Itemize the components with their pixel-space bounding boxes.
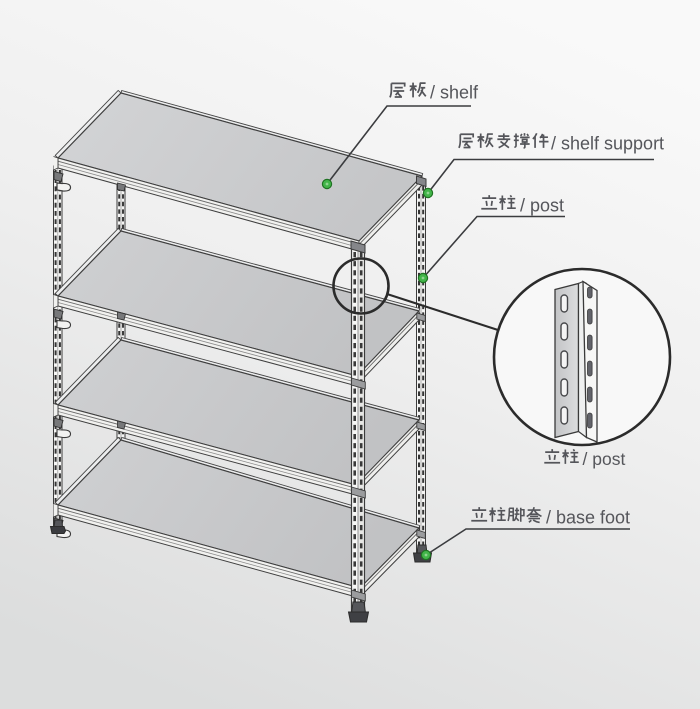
svg-text:/ post: / post	[520, 196, 564, 216]
svg-text:/ post: / post	[583, 449, 626, 469]
svg-text:/ shelf support: / shelf support	[551, 134, 664, 154]
svg-text:/ base foot: / base foot	[546, 508, 630, 528]
svg-text:/ shelf: / shelf	[430, 83, 479, 103]
